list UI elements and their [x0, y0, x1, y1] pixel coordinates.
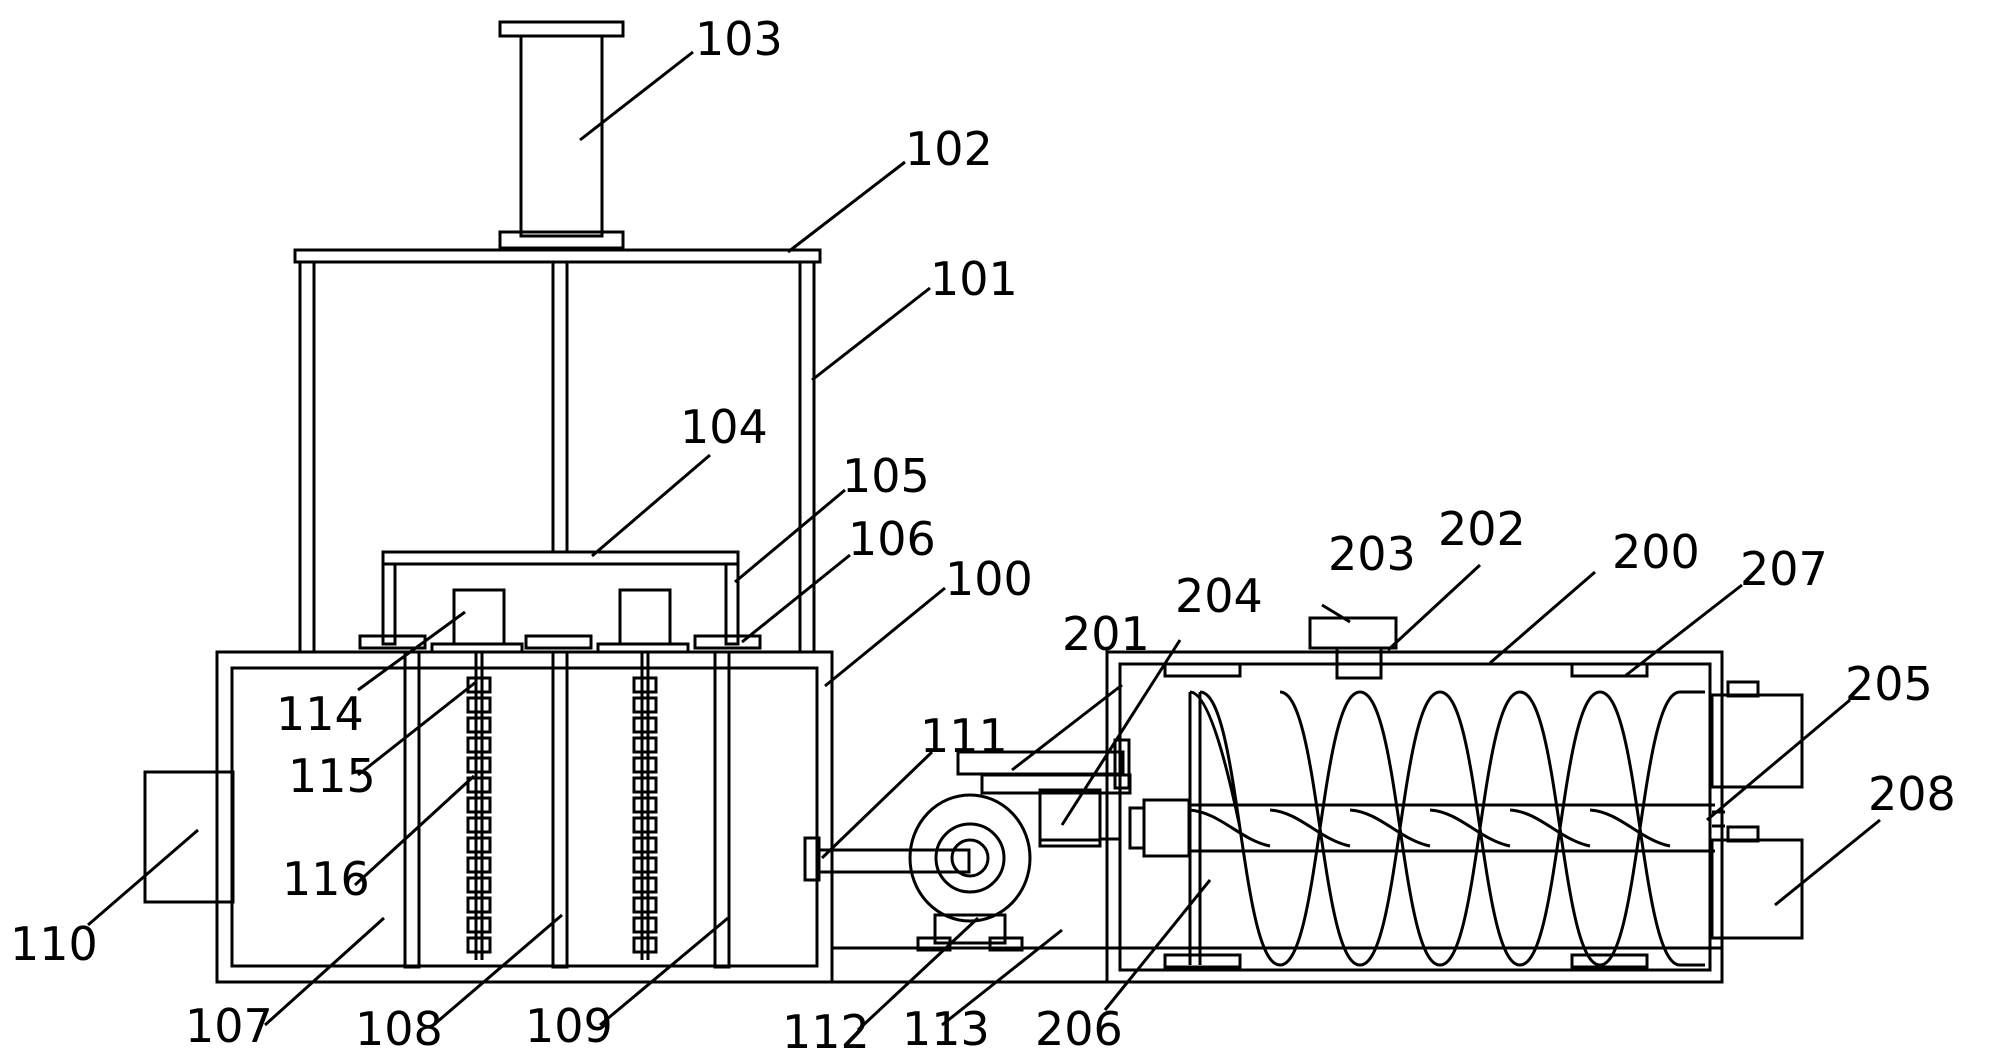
lifting-plate-104 — [381, 550, 740, 646]
label-207: 207 — [1740, 542, 1828, 596]
label-102: 102 — [905, 122, 993, 176]
leader-lines — [87, 50, 1881, 1032]
label-208: 208 — [1868, 767, 1956, 821]
top-plate-102 — [293, 248, 822, 264]
label-109: 109 — [525, 999, 613, 1053]
label-204: 204 — [1175, 569, 1263, 623]
motor-201 — [956, 738, 1132, 848]
label-114: 114 — [276, 687, 364, 741]
side-box-110 — [143, 770, 235, 904]
pipe-111 — [803, 836, 971, 882]
labels: 103 102 101 104 105 106 100 114 115 116 … — [10, 12, 1956, 1059]
label-106: 106 — [848, 512, 936, 566]
label-110: 110 — [10, 917, 98, 971]
label-206: 206 — [1035, 1002, 1123, 1056]
label-103: 103 — [695, 12, 783, 66]
label-200: 200 — [1612, 525, 1700, 579]
helix-206 — [1188, 690, 1705, 967]
stirring-shaft-left — [466, 652, 492, 960]
label-201: 201 — [1062, 607, 1150, 661]
label-113: 113 — [902, 1002, 990, 1056]
label-112: 112 — [782, 1005, 870, 1059]
screw-shaft-205 — [1189, 803, 1715, 853]
label-202: 202 — [1438, 502, 1526, 556]
label-108: 108 — [355, 1002, 443, 1056]
label-107: 107 — [185, 999, 273, 1053]
helix-inner — [1188, 808, 1671, 848]
label-101: 101 — [930, 252, 1018, 306]
fitting-203 — [1308, 616, 1398, 680]
stirring-shaft-right — [632, 652, 658, 960]
pump-112 — [908, 793, 1032, 952]
label-115: 115 — [288, 749, 376, 803]
cylinder-103 — [498, 20, 625, 250]
label-205: 205 — [1845, 657, 1933, 711]
pads-207 — [1163, 662, 1649, 969]
label-116: 116 — [282, 852, 370, 906]
label-100: 100 — [945, 552, 1033, 606]
end-boxes-208 — [1710, 680, 1804, 940]
label-203: 203 — [1328, 527, 1416, 581]
label-111: 111 — [920, 709, 1008, 763]
label-104: 104 — [680, 400, 768, 454]
shaft-end-204 — [1128, 798, 1191, 858]
label-105: 105 — [842, 449, 930, 503]
